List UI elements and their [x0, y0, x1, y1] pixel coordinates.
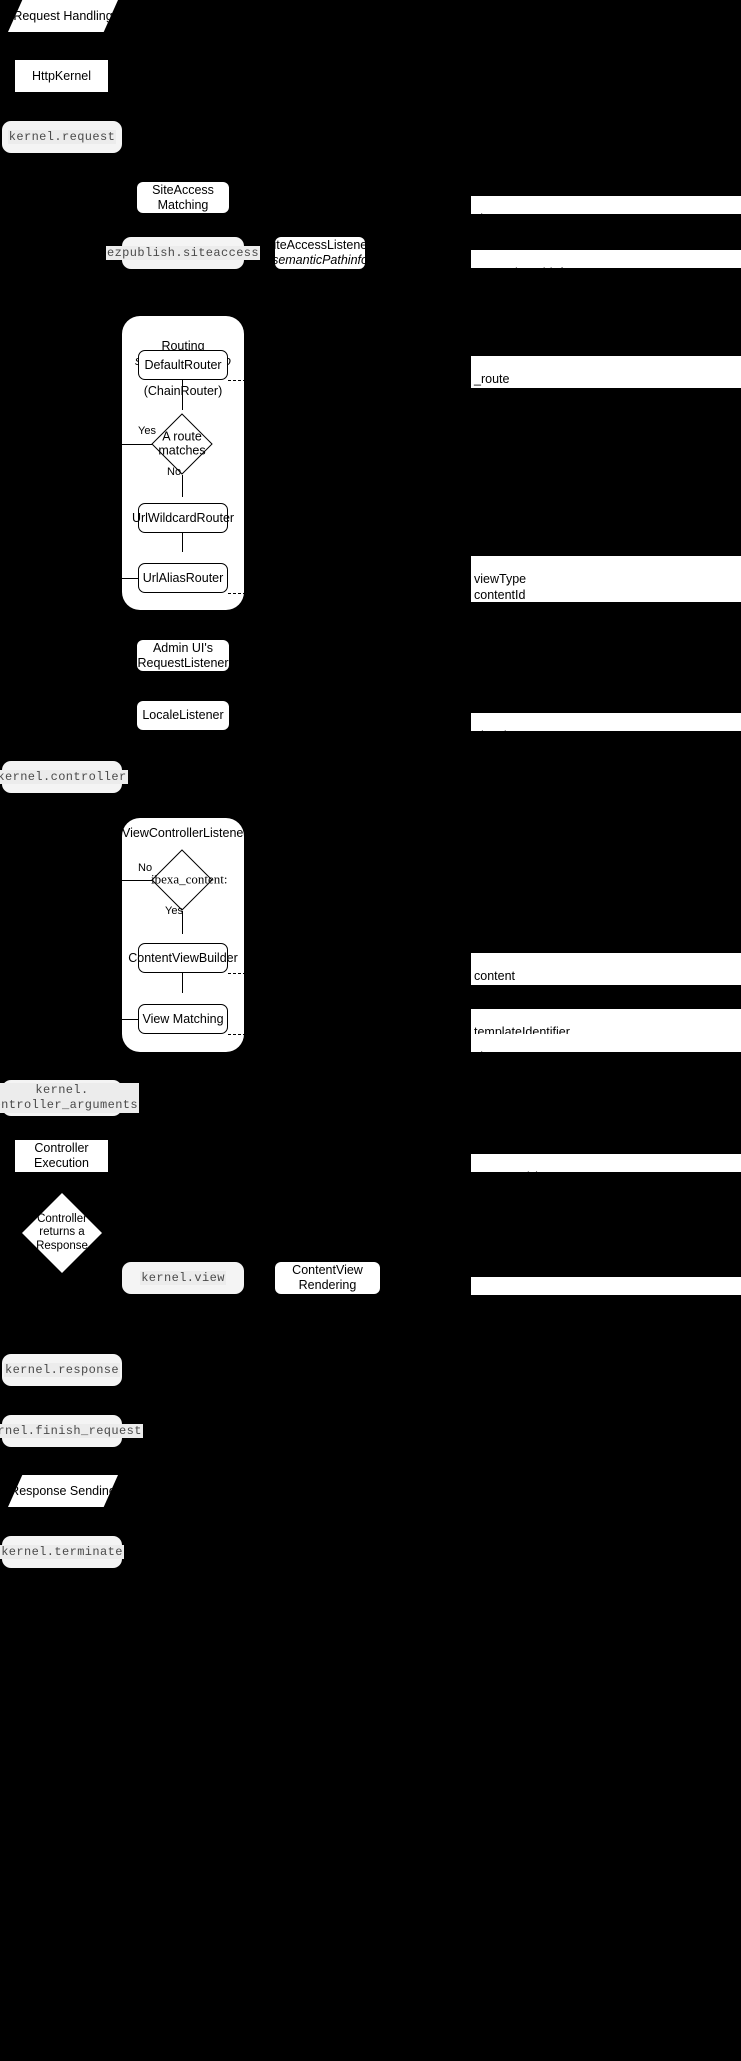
decision-a-route-matches-yes-label: Yes [138, 425, 156, 437]
node-content-view-builder-label: ContentViewBuilder [128, 950, 238, 965]
event-kernel-controller-label: kernel.controller [0, 769, 128, 785]
decision-a-route-matches: A route matches [151, 413, 213, 475]
attribute-route-controller-text: _route _controller [474, 372, 533, 402]
decision-controller-returns-response: Controller returns a Response [22, 1193, 102, 1273]
decision-ibexa-content: ibexa_content: [151, 849, 228, 911]
terminator-request-handling: Request Handling [8, 0, 118, 32]
line-default-router-to-decision [182, 380, 183, 412]
node-url-alias-router-label: UrlAliasRouter [142, 570, 224, 585]
event-kernel-view: kernel.view [122, 1262, 244, 1294]
attribute-route-controller: _route _controller [471, 356, 741, 402]
node-admin-ui-request-listener-label: Admin UI's RequestListener [137, 640, 229, 670]
group-view-controller-listener-title: ViewControllerListener [122, 826, 248, 840]
attribute-response-view-text: response/view [474, 1170, 554, 1185]
node-content-view-rendering-label: ContentView Rendering [292, 1263, 363, 1292]
node-admin-ui-request-listener: Admin UI's RequestListener [137, 640, 229, 671]
event-kernel-response-label: kernel.response [3, 1362, 121, 1378]
attribute-semanticpathinfo: semanticPathinfo [471, 250, 741, 280]
event-kernel-terminate: kernel.terminate [0, 1536, 124, 1568]
node-httpkernel: HttpKernel [15, 60, 108, 92]
decision-ibexa-content-no-label: No [138, 862, 153, 874]
node-controller-execution-label: Controller Execution [34, 1141, 89, 1170]
node-siteaccess-matching-label: SiteAccess Matching [152, 182, 214, 212]
node-url-wildcard-router: UrlWildcardRouter [132, 503, 234, 533]
attribute-locale: _locale [471, 713, 741, 743]
line-alias-left-branch [122, 578, 138, 579]
node-siteaccess-matching: SiteAccess Matching [137, 182, 229, 213]
dash-view-matching-to-attr [228, 1034, 471, 1035]
dash-builder-to-content-attr [228, 973, 471, 974]
attribute-siteaccess-text: siteaccess [474, 212, 533, 227]
attribute-viewtype-contentid-locationid-text: viewType contentId locationId [474, 572, 528, 617]
line-route-yes-branch [122, 444, 152, 445]
attribute-content-location: content location [471, 953, 741, 999]
node-content-view-builder: ContentViewBuilder [128, 943, 238, 973]
node-siteaccess-listener: SiteAccessListener: semanticPathinfo [265, 237, 375, 269]
attribute-siteaccess: siteaccess [471, 196, 741, 226]
decision-controller-returns-response-label: Controller returns a Response [36, 1212, 88, 1252]
event-kernel-controller-arguments: kernel. controller_arguments [0, 1080, 140, 1116]
event-kernel-finish-request: kernel.finish_request [0, 1415, 143, 1447]
decision-ibexa-content-yes-label: Yes [165, 905, 183, 917]
arrow-wildcard-to-alias [177, 552, 187, 560]
decision-a-route-matches-no-label: No [167, 466, 182, 478]
group-routing-title-prefix: Routing [161, 339, 205, 353]
event-ezpublish-siteaccess: ezpublish.siteaccess [105, 237, 261, 269]
node-siteaccess-listener-label-1: SiteAccessListener: [265, 238, 375, 253]
node-url-alias-router: UrlAliasRouter [138, 563, 228, 593]
node-default-router: DefaultRouter [138, 350, 228, 380]
decision-ibexa-content-shape [151, 849, 213, 911]
line-ibexa-no-branch [122, 880, 152, 881]
line-wildcard-to-alias [182, 533, 183, 556]
node-url-wildcard-router-label: UrlWildcardRouter [131, 510, 235, 525]
arrow-route-no-to-wildcard [177, 497, 187, 505]
event-kernel-controller: kernel.controller [0, 761, 128, 793]
attribute-response: response [471, 1277, 741, 1307]
line-ibexa-yes-branch [182, 911, 183, 939]
terminator-request-handling-label: Request Handling [13, 9, 113, 23]
attribute-locale-text: _locale [474, 729, 514, 744]
terminator-response-sending-label: Response Sending [10, 1484, 116, 1498]
decision-a-route-matches-shape [151, 413, 213, 475]
line-builder-to-view-matching [182, 973, 183, 997]
arrow-builder-to-view-matching [177, 993, 187, 1001]
event-kernel-finish-request-label: kernel.finish_request [0, 1423, 143, 1439]
attribute-semanticpathinfo-text: semanticPathinfo [474, 266, 570, 281]
arrow-ibexa-yes-to-builder [177, 934, 187, 942]
attribute-view-text: view [474, 1050, 500, 1065]
line-view-matching-left-branch [122, 1019, 138, 1020]
node-siteaccess-listener-label-2: semanticPathinfo [272, 253, 368, 267]
event-kernel-terminate-label: kernel.terminate [0, 1544, 124, 1560]
node-controller-execution: Controller Execution [15, 1140, 108, 1172]
event-kernel-response: kernel.response [2, 1354, 122, 1386]
node-locale-listener: LocaleListener [137, 701, 229, 730]
node-locale-listener-label: LocaleListener [142, 708, 224, 723]
node-default-router-label: DefaultRouter [144, 357, 222, 372]
attribute-content-location-text: content location [474, 969, 518, 999]
node-httpkernel-label: HttpKernel [31, 68, 92, 83]
attribute-viewtype-contentid-locationid: viewType contentId locationId [471, 556, 741, 617]
event-kernel-view-label: kernel.view [140, 1270, 226, 1286]
event-kernel-request: kernel.request [2, 121, 122, 153]
dash-default-router-to-route-attr [228, 380, 471, 381]
node-view-matching: View Matching [138, 1004, 228, 1034]
attribute-response-text: response [474, 1293, 526, 1308]
attribute-response-view: response/view [471, 1154, 741, 1184]
node-view-matching-label: View Matching [142, 1011, 224, 1026]
event-ezpublish-siteaccess-label: ezpublish.siteaccess [105, 245, 261, 261]
event-kernel-controller-arguments-label: kernel. controller_arguments [0, 1083, 140, 1113]
terminator-response-sending: Response Sending [8, 1475, 118, 1507]
event-kernel-request-label: kernel.request [7, 129, 117, 145]
node-content-view-rendering: ContentView Rendering [275, 1262, 380, 1294]
attribute-view: view [471, 1034, 741, 1064]
line-route-no-branch [182, 475, 183, 502]
dash-alias-to-viewtype-attr [228, 593, 471, 594]
